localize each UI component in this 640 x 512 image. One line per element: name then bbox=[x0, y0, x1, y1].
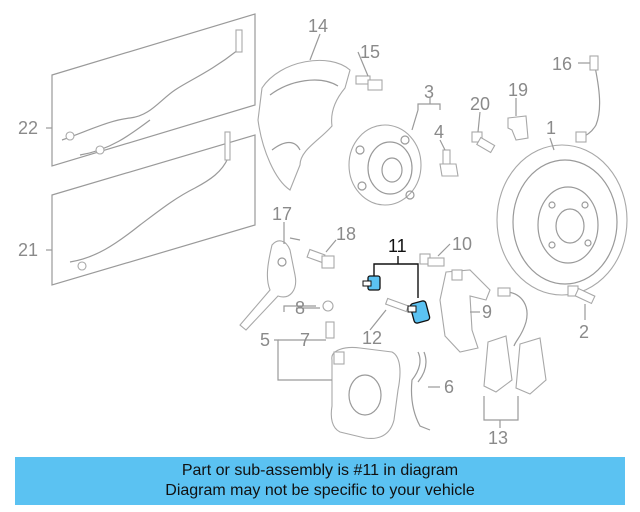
banner-line-2: Diagram may not be specific to your vehi… bbox=[165, 482, 475, 499]
part-15-bolt bbox=[355, 75, 383, 91]
callout-4: 4 bbox=[434, 122, 444, 142]
callout-2: 2 bbox=[579, 322, 589, 342]
callout-20: 20 bbox=[470, 94, 490, 114]
part-20-bolt bbox=[471, 131, 496, 154]
part-1-brake-disc bbox=[496, 144, 628, 296]
callout-5: 5 bbox=[260, 330, 270, 350]
info-banner: Part or sub-assembly is #11 in diagram D… bbox=[15, 457, 625, 505]
wear-sensor-lead bbox=[497, 287, 528, 347]
part-7-bleeder bbox=[325, 321, 335, 339]
callout-15: 15 bbox=[360, 42, 380, 62]
callout-16: 16 bbox=[552, 54, 572, 74]
callout-6: 6 bbox=[444, 377, 454, 397]
sensor-wire-box-22 bbox=[51, 13, 256, 167]
part-11-guide-bolts[interactable] bbox=[362, 275, 431, 324]
part-4-bolt bbox=[439, 149, 459, 177]
part-12-guide-pin bbox=[384, 297, 410, 313]
banner-line-1: Part or sub-assembly is #11 in diagram bbox=[181, 462, 459, 479]
part-17-bracket bbox=[239, 237, 301, 331]
part-9-caliper-carrier bbox=[439, 269, 491, 353]
callout-7: 7 bbox=[300, 330, 310, 350]
part-13-brake-pads bbox=[483, 335, 547, 395]
callout-14: 14 bbox=[308, 16, 328, 36]
part-8-cap bbox=[322, 300, 334, 312]
callout-1: 1 bbox=[546, 118, 556, 138]
callout-10: 10 bbox=[452, 234, 472, 254]
callout-18: 18 bbox=[336, 224, 356, 244]
callout-13: 13 bbox=[488, 428, 508, 448]
part-5-caliper bbox=[330, 346, 401, 440]
callout-8: 8 bbox=[295, 298, 305, 318]
part-19-sensor bbox=[507, 115, 529, 141]
leader-lines bbox=[46, 33, 590, 428]
callout-21: 21 bbox=[18, 240, 38, 260]
callout-17: 17 bbox=[272, 204, 292, 224]
callout-9: 9 bbox=[482, 302, 492, 322]
callout-11: 11 bbox=[388, 236, 407, 256]
part-2-bolt bbox=[567, 285, 596, 305]
part-10-bolt bbox=[419, 253, 445, 267]
callout-3: 3 bbox=[424, 82, 434, 102]
callout-12: 12 bbox=[362, 328, 382, 348]
sensor-wire-box-21 bbox=[51, 131, 256, 286]
part-18-bolt bbox=[306, 248, 335, 269]
callout-19: 19 bbox=[508, 80, 528, 100]
part-16-brake-hose bbox=[575, 55, 601, 143]
part-6-clip bbox=[410, 351, 431, 431]
part-3-wheel-hub bbox=[348, 124, 422, 206]
part-14-brake-shield bbox=[257, 59, 351, 191]
callout-22: 22 bbox=[18, 118, 38, 138]
parts-diagram: 22 21 14 15 3 4 20 19 16 1 2 17 18 10 9 … bbox=[18, 13, 628, 448]
